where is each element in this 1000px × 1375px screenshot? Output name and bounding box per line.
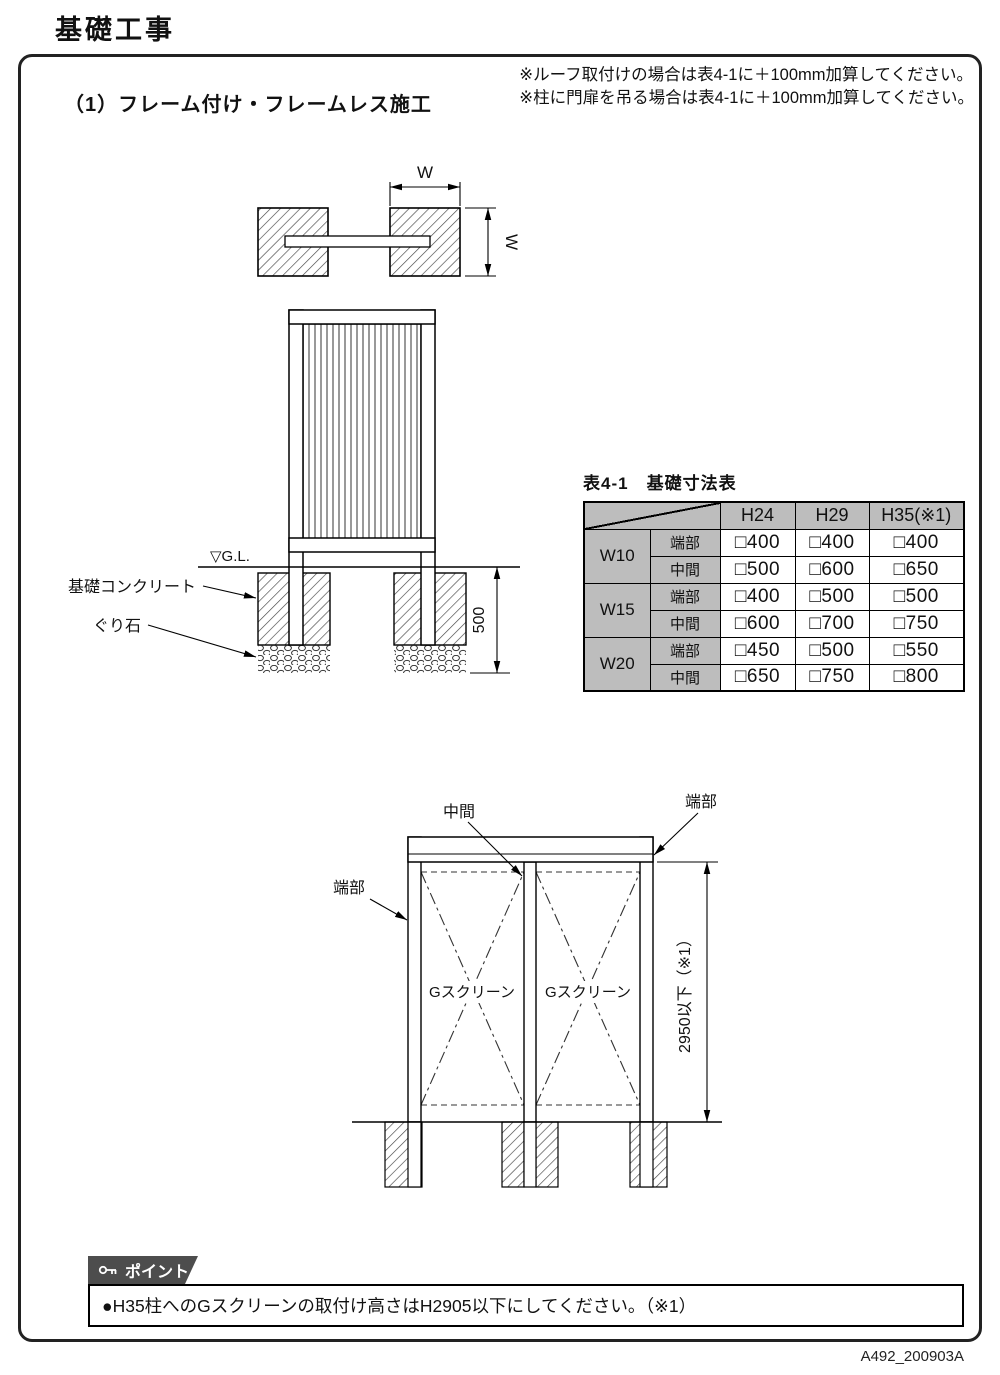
cell-value: □500 [794, 582, 870, 611]
cell-value: □400 [719, 582, 796, 611]
cell-value: □400 [794, 528, 870, 557]
plan-screen-bar [284, 235, 431, 248]
key-icon [98, 1262, 118, 1278]
panel-right-label: Gスクリーン [545, 984, 631, 1001]
point-tag-label: ポイント [125, 1264, 190, 1281]
concrete-label: 基礎コンクリート [68, 578, 196, 596]
plan-dim-width-side: W [465, 207, 520, 277]
panel-right-label-bg [543, 981, 633, 1003]
elev-post-center-buried [523, 1121, 537, 1188]
row-group-w15: W15 [583, 582, 651, 638]
row-sub-label: 中間 [649, 663, 721, 692]
screen-panel [302, 323, 422, 546]
dimension-table: H24 H29 H35(※1) W10 端部 □400 □400 □400 中間… [583, 501, 965, 692]
section-heading: （1）フレーム付け・フレームレス施工 [64, 94, 432, 116]
cell-value: □500 [868, 582, 965, 611]
table-row: W15 端部 □400 □500 □500 [583, 582, 965, 638]
cell-value: □750 [794, 663, 870, 692]
cell-value: □750 [868, 609, 965, 638]
elev-top-rail [407, 836, 654, 863]
panel-left-label: Gスクリーン [429, 984, 515, 1001]
footing-center-right [535, 1121, 559, 1188]
content-frame [18, 54, 982, 1342]
row-sub-label: 端部 [649, 528, 721, 557]
notes-block: ※ルーフ取付けの場合は表4-1に＋100mm加算してください。 ※柱に門扉を吊る… [519, 64, 974, 110]
note-line-2: ※柱に門扉を吊る場合は表4-1に＋100mm加算してください。 [519, 89, 974, 107]
top-rail [288, 309, 436, 325]
cell-value: □400 [719, 528, 796, 557]
gravel-left [258, 645, 330, 673]
row-sub-label: 中間 [649, 555, 721, 584]
table-row: W10 端部 □400 □400 □400 [583, 528, 965, 584]
elev-post-center [523, 861, 537, 1123]
cell-value: □550 [868, 636, 965, 665]
elevation-diagram: Gスクリーン Gスクリーン 2950以下（※1） 中間 [333, 793, 722, 1188]
cell-value: □600 [794, 555, 870, 584]
plan-dim-width-top: W [389, 163, 461, 206]
table-caption: 表4-1 基礎寸法表 [583, 474, 737, 493]
dim-label-depth: 500 [471, 607, 488, 634]
panel-left-label-bg [427, 981, 517, 1003]
post-right [420, 309, 436, 646]
cell-value: □450 [719, 636, 796, 665]
section-view-diagram: ▽G.L. 500 基礎コンクリート ぐり石 [68, 309, 520, 674]
cell-value: □400 [868, 528, 965, 557]
point-tag: ポイント [88, 1256, 198, 1284]
cell-value: □650 [719, 663, 796, 692]
plan-view-diagram: W W [257, 163, 520, 277]
row-sub-label: 端部 [649, 636, 721, 665]
cell-value: □500 [794, 636, 870, 665]
label-middle: 中間 [443, 803, 475, 821]
footing-center-left [501, 1121, 525, 1188]
dim-depth: 500 [470, 567, 510, 674]
label-end-left: 端部 [333, 879, 365, 897]
elev-post-left-buried [407, 1121, 422, 1188]
gl-label: ▽G.L. [210, 548, 250, 565]
panel-right-outline [535, 871, 641, 1106]
row-sub-label: 端部 [649, 582, 721, 611]
gravel-label: ぐり石 [93, 618, 141, 635]
cell-value: □800 [868, 663, 965, 692]
cell-value: □650 [868, 555, 965, 584]
table-row: W20 端部 □450 □500 □550 [583, 636, 965, 692]
dim-label-height: 2950以下（※1） [676, 931, 694, 1053]
concrete-callout: 基礎コンクリート [68, 578, 257, 599]
label-end-right: 端部 [685, 793, 717, 811]
post-left [288, 309, 304, 646]
middle-callout: 中間 [443, 803, 523, 877]
row-sub-label: 中間 [649, 609, 721, 638]
table-corner-cell [583, 501, 721, 530]
point-text: ●H35柱へのGスクリーンの取付け高さはH2905以下にしてください。（※1） [102, 1296, 697, 1316]
col-header-h29: H29 [794, 501, 870, 530]
dim-label-w-top: W [417, 163, 433, 182]
cell-value: □600 [719, 609, 796, 638]
table-row: 中間 □600 □700 □750 [584, 609, 965, 638]
doc-code: A492_200903A [860, 1348, 964, 1365]
dim-label-w-side: W [502, 234, 520, 250]
panel-left-outline [420, 871, 525, 1106]
end-right-callout: 端部 [653, 793, 717, 856]
row-group-w20: W20 [583, 636, 651, 692]
dimension-table-block: 表4-1 基礎寸法表 H24 H29 H35(※1) W10 端部 □400 □… [583, 469, 965, 692]
cell-value: □700 [794, 609, 870, 638]
table-header-row: H24 H29 H35(※1) [583, 501, 965, 530]
table-row: 中間 □650 □750 □800 [584, 663, 965, 692]
page-title: 基礎工事 [55, 15, 175, 45]
bottom-rail [288, 537, 436, 553]
dim-height: 2950以下（※1） [657, 861, 718, 1122]
table-row: 中間 □500 □600 □650 [584, 555, 965, 584]
elev-post-right [639, 836, 654, 1123]
end-left-callout: 端部 [333, 879, 408, 921]
col-header-h35: H35(※1) [868, 501, 965, 530]
elev-post-left [407, 836, 422, 1123]
elev-post-right-buried [639, 1121, 654, 1188]
row-group-w10: W10 [583, 528, 651, 584]
gravel-right [394, 645, 466, 673]
gravel-callout: ぐり石 [93, 618, 257, 658]
point-box: ●H35柱へのGスクリーンの取付け高さはH2905以下にしてください。（※1） [88, 1284, 964, 1327]
col-header-h24: H24 [719, 501, 796, 530]
cell-value: □500 [719, 555, 796, 584]
note-line-1: ※ルーフ取付けの場合は表4-1に＋100mm加算してください。 [519, 66, 974, 84]
